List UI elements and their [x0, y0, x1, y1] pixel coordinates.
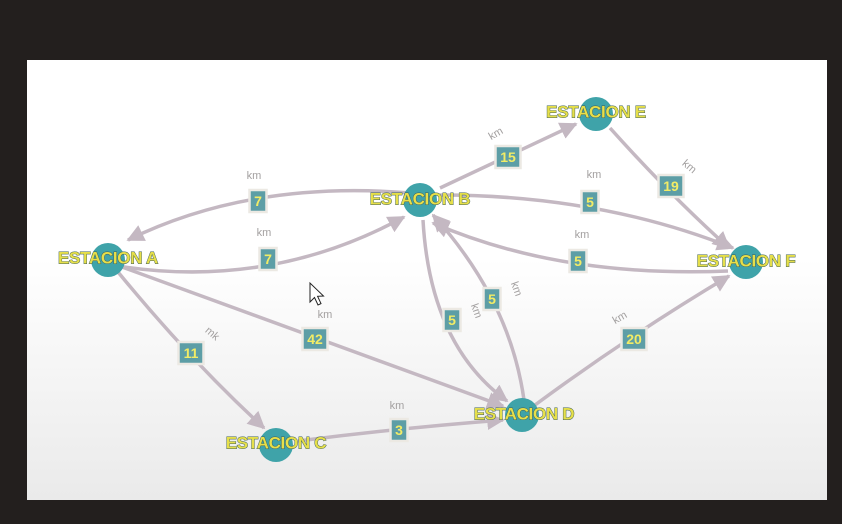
- edge-unit-label: km: [257, 227, 272, 239]
- edge-unit-label: km: [390, 400, 405, 412]
- weight-box: [494, 144, 522, 170]
- nodes-layer: [91, 97, 763, 462]
- labels-layer: ESTACION A ESTACION B ESTACION C ESTACION D…: [58, 102, 797, 453]
- node-label-b: ESTACION B: [370, 189, 471, 208]
- weight-box: [620, 326, 648, 352]
- edge-weight-label: 5: [574, 253, 582, 269]
- edge-unit-label: km: [680, 158, 699, 177]
- weight-box: [177, 340, 205, 366]
- edge-unit-label: km: [468, 302, 484, 320]
- weight-box: [580, 189, 600, 215]
- edge-unit-label: km: [508, 280, 524, 298]
- weight-box: [301, 326, 329, 352]
- edge-weight-label: 3: [395, 422, 403, 438]
- edge-weight-label: 11: [184, 345, 199, 361]
- edge-d-to-f: 20 km: [533, 274, 731, 407]
- node-circle-c: [259, 428, 293, 462]
- edge-d-to-b: 5km: [431, 213, 526, 401]
- edge-b-to-f: 5 km: [439, 169, 735, 251]
- node-circle-b: [403, 183, 437, 217]
- edge-b-to-d: 5km: [421, 219, 509, 403]
- edge-unit-label: km: [611, 309, 630, 327]
- edge-unit-label: km: [318, 309, 333, 321]
- weight-box: [657, 173, 685, 199]
- edge-weight-label: 42: [307, 331, 323, 347]
- edge-unit-label: km: [587, 169, 602, 181]
- edge-unit-label: mk: [203, 325, 222, 344]
- node-circle-a: [91, 243, 125, 277]
- edge-weight-label: 5: [488, 291, 496, 307]
- node-label-e: ESTACION E: [546, 102, 646, 121]
- weight-box: [389, 417, 409, 443]
- node-label-f: ESTACION F: [697, 251, 796, 270]
- edge-weight-label: 19: [663, 178, 679, 194]
- edge-b-to-e: 15 km: [439, 122, 578, 190]
- weight-box: [442, 307, 462, 333]
- edge-weight-label: 5: [448, 312, 456, 328]
- edge-b-to-a: 7 km: [126, 170, 411, 242]
- arrow-cursor-icon: [309, 281, 325, 306]
- edge-a-to-b: 7 km: [117, 215, 406, 274]
- edge-f-to-b: 5 km: [431, 221, 729, 274]
- weight-box: [568, 248, 588, 274]
- edge-c-to-d: 3 km: [297, 400, 505, 443]
- weight-box: [248, 188, 268, 214]
- edge-weight-label: 7: [264, 251, 272, 267]
- edge-unit-label: km: [247, 170, 262, 182]
- edge-weight-label: 20: [626, 331, 642, 347]
- node-label-a: ESTACION A: [58, 248, 158, 267]
- weight-box: [482, 286, 502, 312]
- edge-unit-label: km: [575, 229, 590, 241]
- edge-weight-label: 5: [586, 194, 594, 210]
- edge-a-to-d: 42 km: [121, 265, 505, 409]
- weight-box: [258, 246, 278, 272]
- node-circle-f: [729, 245, 763, 279]
- edge-weight-label: 15: [500, 149, 516, 165]
- node-label-c: ESTACION C: [226, 433, 327, 452]
- edge-weight-label: 7: [254, 193, 262, 209]
- node-circle-e: [579, 97, 613, 131]
- node-label-d: ESTACION D: [474, 404, 575, 423]
- edge-unit-label: km: [487, 125, 506, 143]
- node-circle-d: [505, 398, 539, 432]
